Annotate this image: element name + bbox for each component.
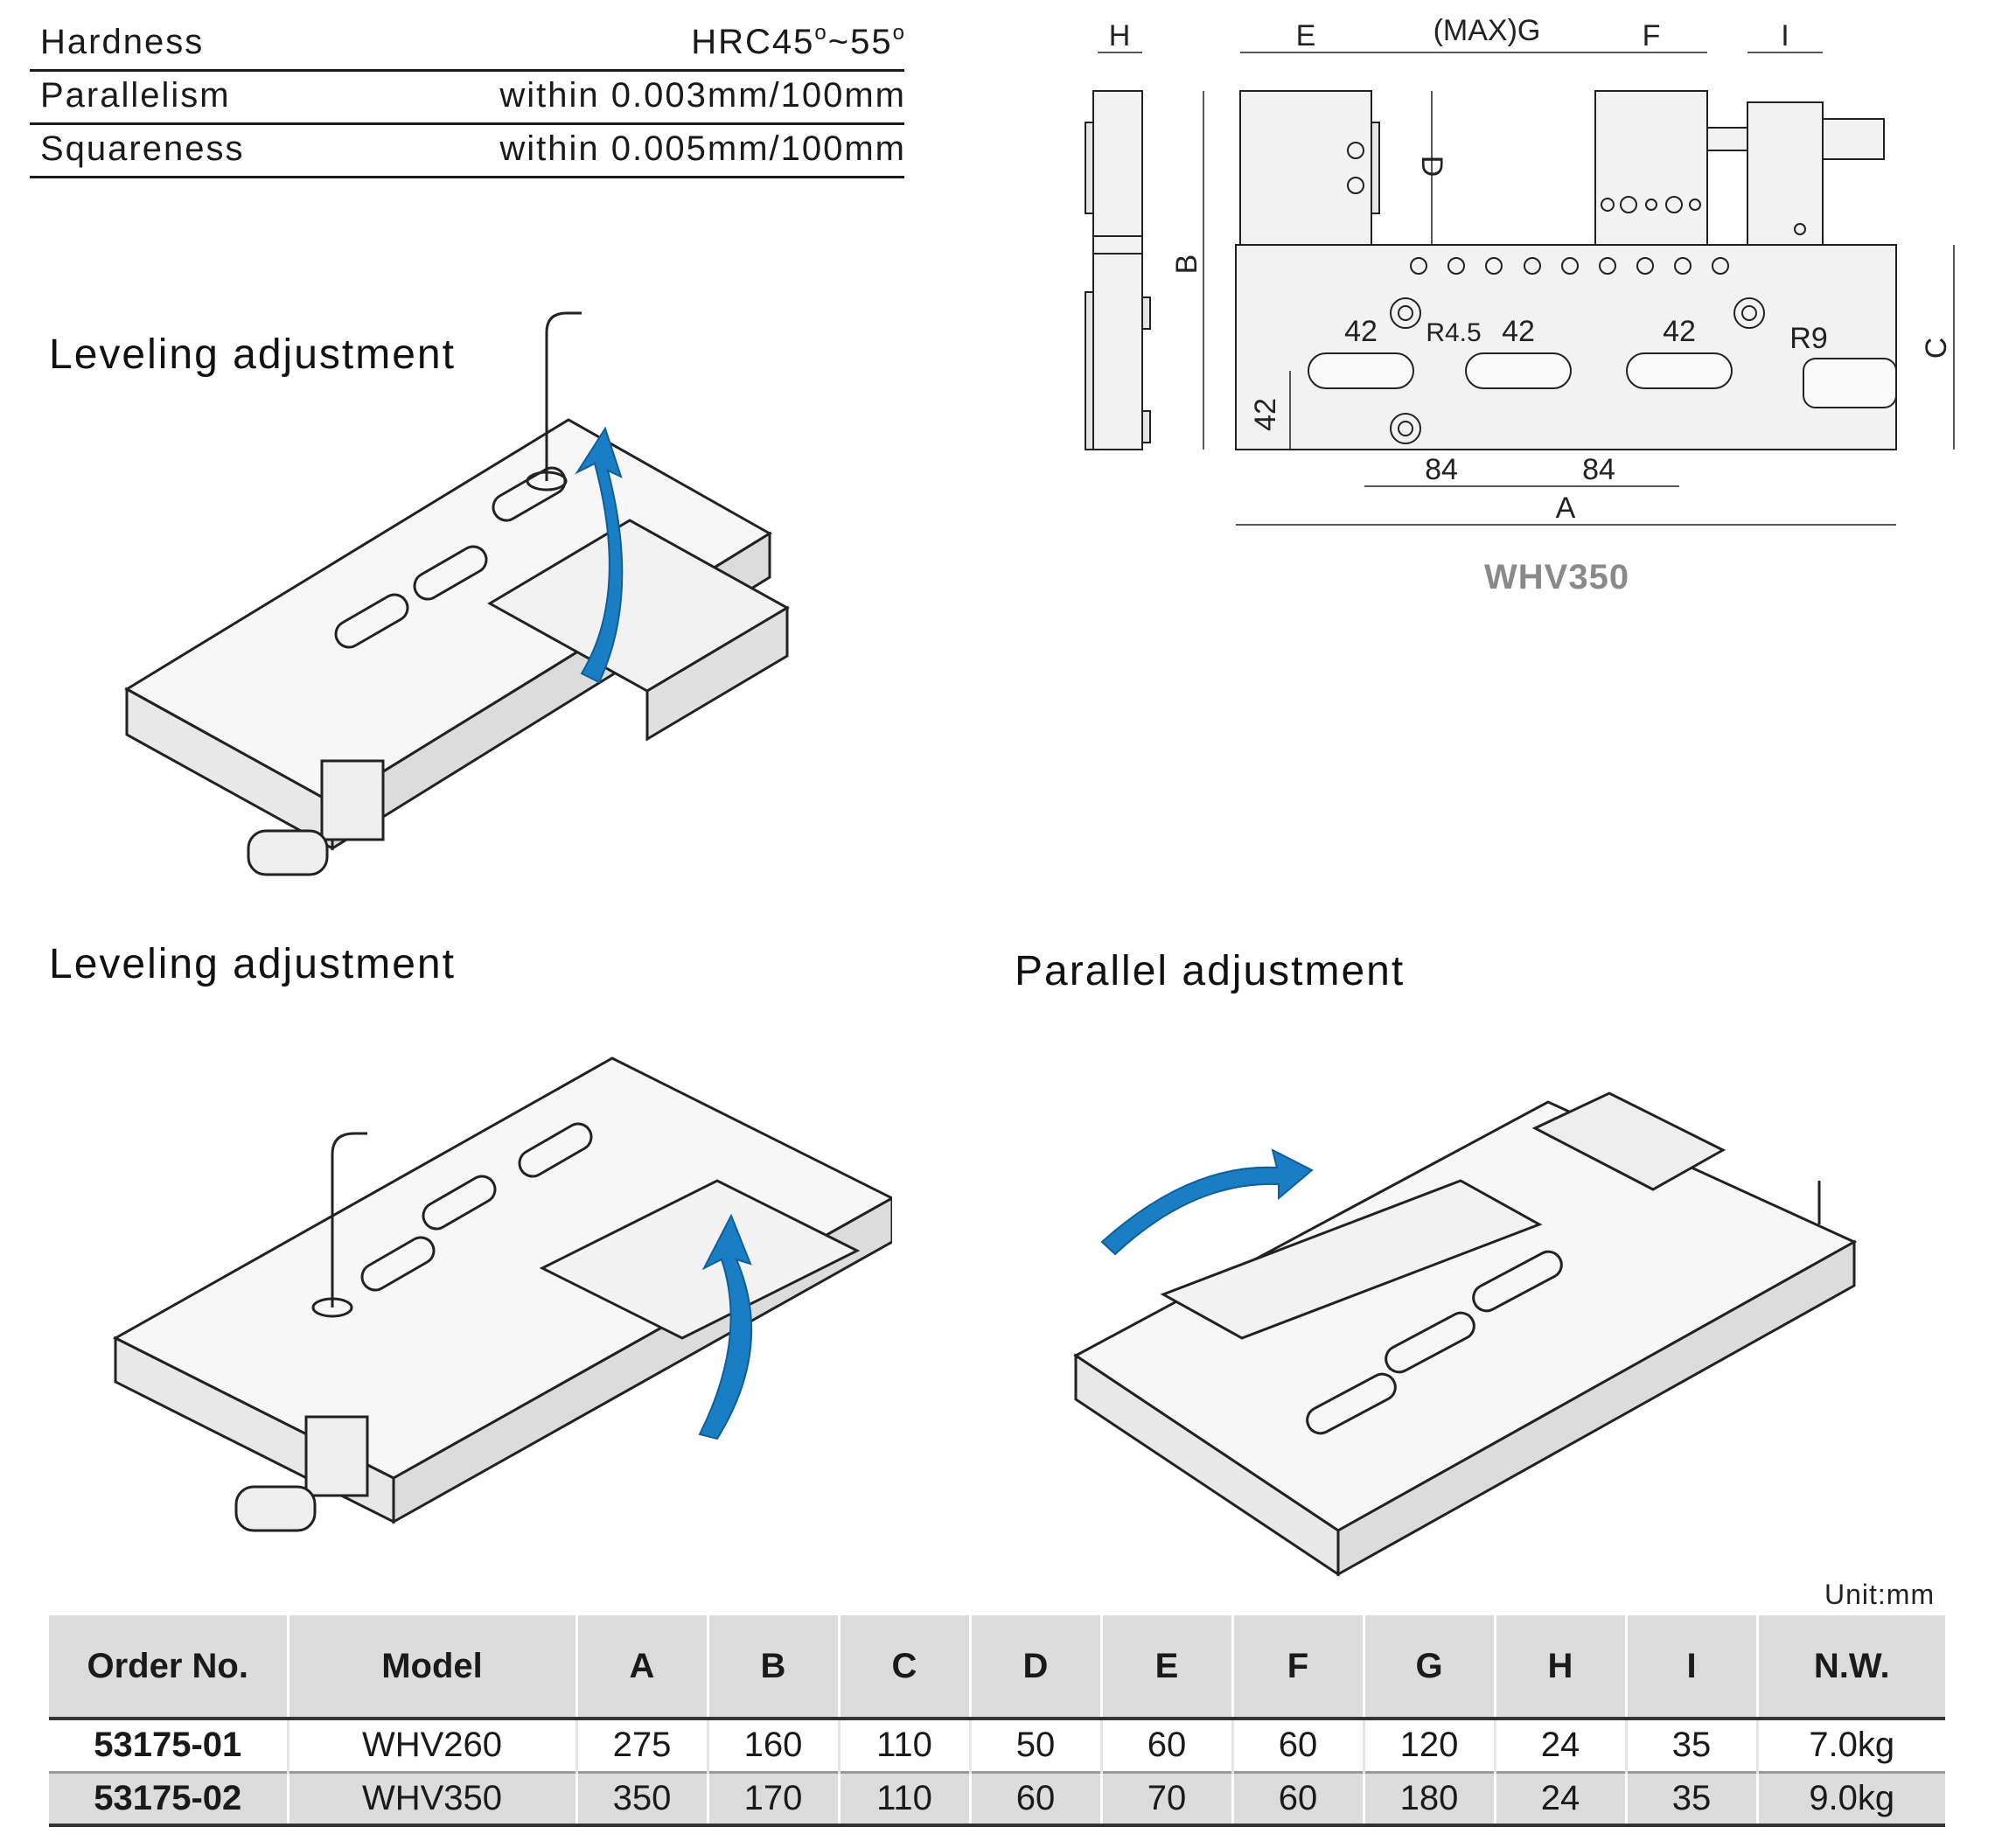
spec-label: Hardness (40, 23, 205, 61)
dim-label-e: E (1296, 19, 1316, 52)
cell-f: 60 (1232, 1772, 1365, 1825)
spec-value: HRC45o~55o (691, 21, 906, 61)
spec-value: within 0.003mm/100mm (499, 76, 906, 115)
table-header-row: Order No. Model A B C D E F G H I N.W. (49, 1615, 1945, 1719)
cell-model: WHV350 (288, 1772, 578, 1825)
cell-a: 275 (576, 1719, 709, 1772)
cell-h: 24 (1495, 1719, 1628, 1772)
cell-b: 160 (708, 1719, 841, 1772)
dim-label-d: D (1415, 156, 1448, 178)
unit-label: Unit:mm (1824, 1579, 1936, 1610)
dim-pitch: 84 (1425, 453, 1458, 486)
dim-slot-width: 42 (1663, 315, 1696, 348)
leveling-illustration-2 (112, 1056, 892, 1532)
col-header-i: I (1626, 1615, 1759, 1719)
dim-edge-42: 42 (1249, 398, 1282, 431)
cell-d: 60 (970, 1772, 1103, 1825)
table-row: 53175-01 WHV260 275 160 110 50 60 60 120… (49, 1719, 1945, 1772)
spec-row-squareness: Squareness within 0.005mm/100mm (30, 122, 904, 178)
cell-c: 110 (839, 1719, 972, 1772)
cell-model: WHV260 (288, 1719, 578, 1772)
cell-a: 350 (576, 1772, 709, 1825)
cell-order-no: 53175-02 (49, 1772, 289, 1825)
col-header-a: A (576, 1615, 709, 1719)
parallel-illustration (1073, 1091, 1858, 1577)
col-header-order-no: Order No. (49, 1615, 289, 1719)
dim-label-b: B (1170, 255, 1203, 275)
col-header-model: Model (288, 1615, 578, 1719)
rotation-arrow-icon (575, 426, 624, 684)
dim-radius-small: R4.5 (1426, 318, 1481, 347)
col-header-d: D (970, 1615, 1103, 1719)
dim-slot-width: 42 (1344, 315, 1378, 348)
dim-label-a: A (1556, 492, 1576, 525)
cell-b: 170 (708, 1772, 841, 1825)
spec-table: Order No. Model A B C D E F G H I N.W. 5… (49, 1615, 1945, 1827)
cell-h: 24 (1495, 1772, 1628, 1825)
dim-label-i: I (1781, 19, 1789, 52)
col-header-b: B (708, 1615, 841, 1719)
col-header-h: H (1495, 1615, 1628, 1719)
dim-radius-big: R9 (1789, 322, 1827, 355)
col-header-c: C (839, 1615, 972, 1719)
dimension-drawing: H E (MAX)G F I B D C A 42 42 42 42 84 84… (1085, 14, 1955, 526)
rotation-arrow-icon (1100, 1148, 1314, 1256)
dim-label-g: (MAX)G (1433, 14, 1541, 47)
dim-label-c: C (1920, 338, 1953, 359)
caption-leveling-adjustment-1: Leveling adjustment (49, 331, 456, 378)
dim-label-f: F (1643, 19, 1661, 52)
cell-e: 60 (1101, 1719, 1234, 1772)
spec-label: Parallelism (40, 76, 231, 115)
col-header-e: E (1101, 1615, 1234, 1719)
col-header-g: G (1364, 1615, 1496, 1719)
dim-pitch: 84 (1582, 453, 1615, 486)
cell-i: 35 (1626, 1772, 1759, 1825)
col-header-nw: N.W. (1813, 1646, 1890, 1685)
dim-label-h: H (1109, 19, 1131, 52)
spec-row-hardness: Hardness HRC45o~55o (30, 16, 904, 72)
spec-value: within 0.005mm/100mm (499, 129, 906, 168)
cell-g: 120 (1364, 1719, 1496, 1772)
dim-slot-width: 42 (1502, 315, 1535, 348)
leveling-illustration-1 (124, 311, 791, 876)
cell-i: 35 (1626, 1719, 1759, 1772)
cell-e: 70 (1101, 1772, 1234, 1825)
rotation-arrow-icon (698, 1213, 753, 1440)
caption-leveling-adjustment-2: Leveling adjustment (49, 941, 456, 987)
table-row: 53175-02 WHV350 350 170 110 60 70 60 180… (49, 1772, 1945, 1825)
cell-nw: 7.0kg (1809, 1726, 1895, 1765)
cell-d: 50 (970, 1719, 1103, 1772)
spec-row-parallelism: Parallelism within 0.003mm/100mm (30, 69, 904, 125)
cell-nw: 9.0kg (1809, 1778, 1895, 1817)
col-header-f: F (1232, 1615, 1365, 1719)
drawing-model-name: WHV350 (1484, 558, 1630, 596)
cell-f: 60 (1232, 1719, 1365, 1772)
cell-c: 110 (839, 1772, 972, 1825)
spec-label: Squareness (40, 129, 245, 168)
cell-order-no: 53175-01 (49, 1719, 289, 1772)
cell-g: 180 (1364, 1772, 1496, 1825)
caption-parallel-adjustment: Parallel adjustment (1015, 948, 1406, 994)
